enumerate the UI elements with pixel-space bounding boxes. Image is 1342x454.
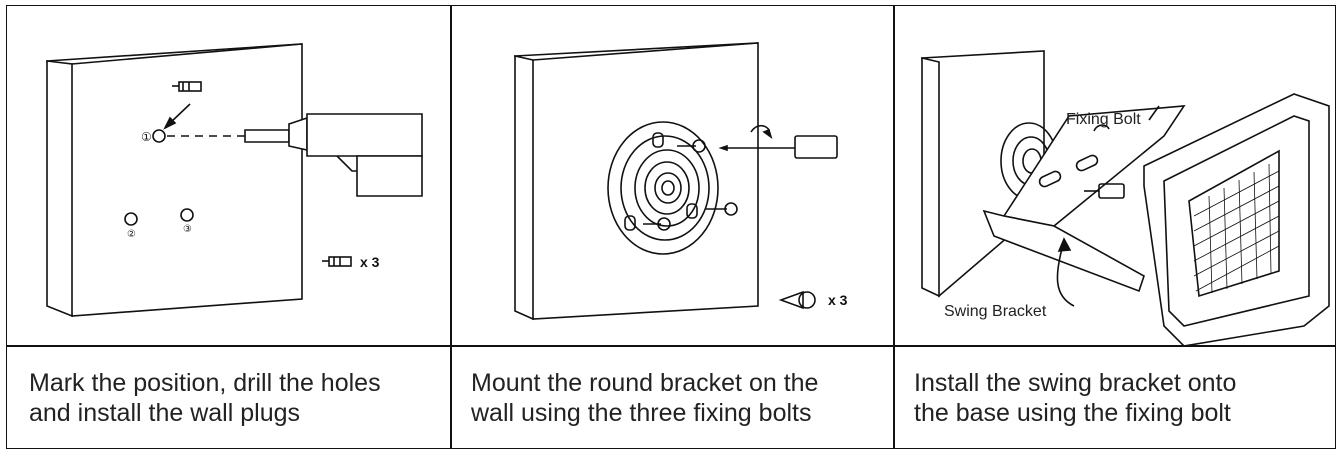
caption-line: wall using the three fixing bolts — [471, 399, 812, 427]
step-1-illustration: ① ② ③ x 3 — [7, 6, 450, 345]
hole-mark-3: ③ — [183, 224, 192, 235]
caption-line: Mark the position, drill the holes — [29, 369, 381, 397]
drill-icon — [244, 113, 423, 197]
round-bracket-icon — [607, 121, 719, 255]
caption-line: and install the wall plugs — [29, 399, 300, 427]
caption-line: Install the swing bracket onto — [914, 369, 1237, 397]
swing-bracket-label: Swing Bracket — [944, 303, 1047, 320]
step-3-caption: Install the swing bracket onto the base … — [914, 368, 1236, 428]
step-2-caption: Mount the round bracket on the wall usin… — [471, 368, 818, 428]
screwdriver-icon — [718, 124, 838, 159]
step-1-caption: Mark the position, drill the holes and i… — [29, 368, 381, 428]
instruction-sheet: ① ② ③ x 3 — [6, 5, 1336, 449]
wall-plug-icon — [322, 256, 352, 267]
hole-mark-2: ② — [127, 229, 136, 240]
hole-mark-1: ① — [141, 130, 152, 144]
drill-wall-diagram: ① ② ③ x 3 — [46, 43, 423, 318]
panel-divider — [450, 6, 452, 448]
fixing-bolt-label: Fixing Bolt — [1066, 111, 1141, 128]
floodlight-icon — [1143, 93, 1330, 347]
screw-icon — [677, 139, 706, 153]
caption-divider — [7, 345, 1335, 347]
step-3-illustration: Fixing Bolt Swing Bracket — [894, 6, 1335, 347]
fixing-bolt-icon — [1084, 124, 1125, 199]
panel-divider — [893, 6, 895, 448]
caption-line: the base using the fixing bolt — [914, 399, 1231, 427]
swing-bracket-diagram: Fixing Bolt Swing Bracket — [921, 50, 1330, 347]
caption-line: Mount the round bracket on the — [471, 369, 819, 397]
screw-icon — [778, 290, 816, 310]
step-2-illustration: x 3 — [451, 6, 893, 345]
screw-icon — [706, 202, 738, 216]
quantity-label: x 3 — [360, 254, 380, 270]
round-bracket-diagram: x 3 — [514, 42, 848, 321]
screw-icon — [643, 217, 671, 231]
wall-plug-icon — [172, 81, 202, 92]
quantity-label: x 3 — [828, 292, 848, 308]
